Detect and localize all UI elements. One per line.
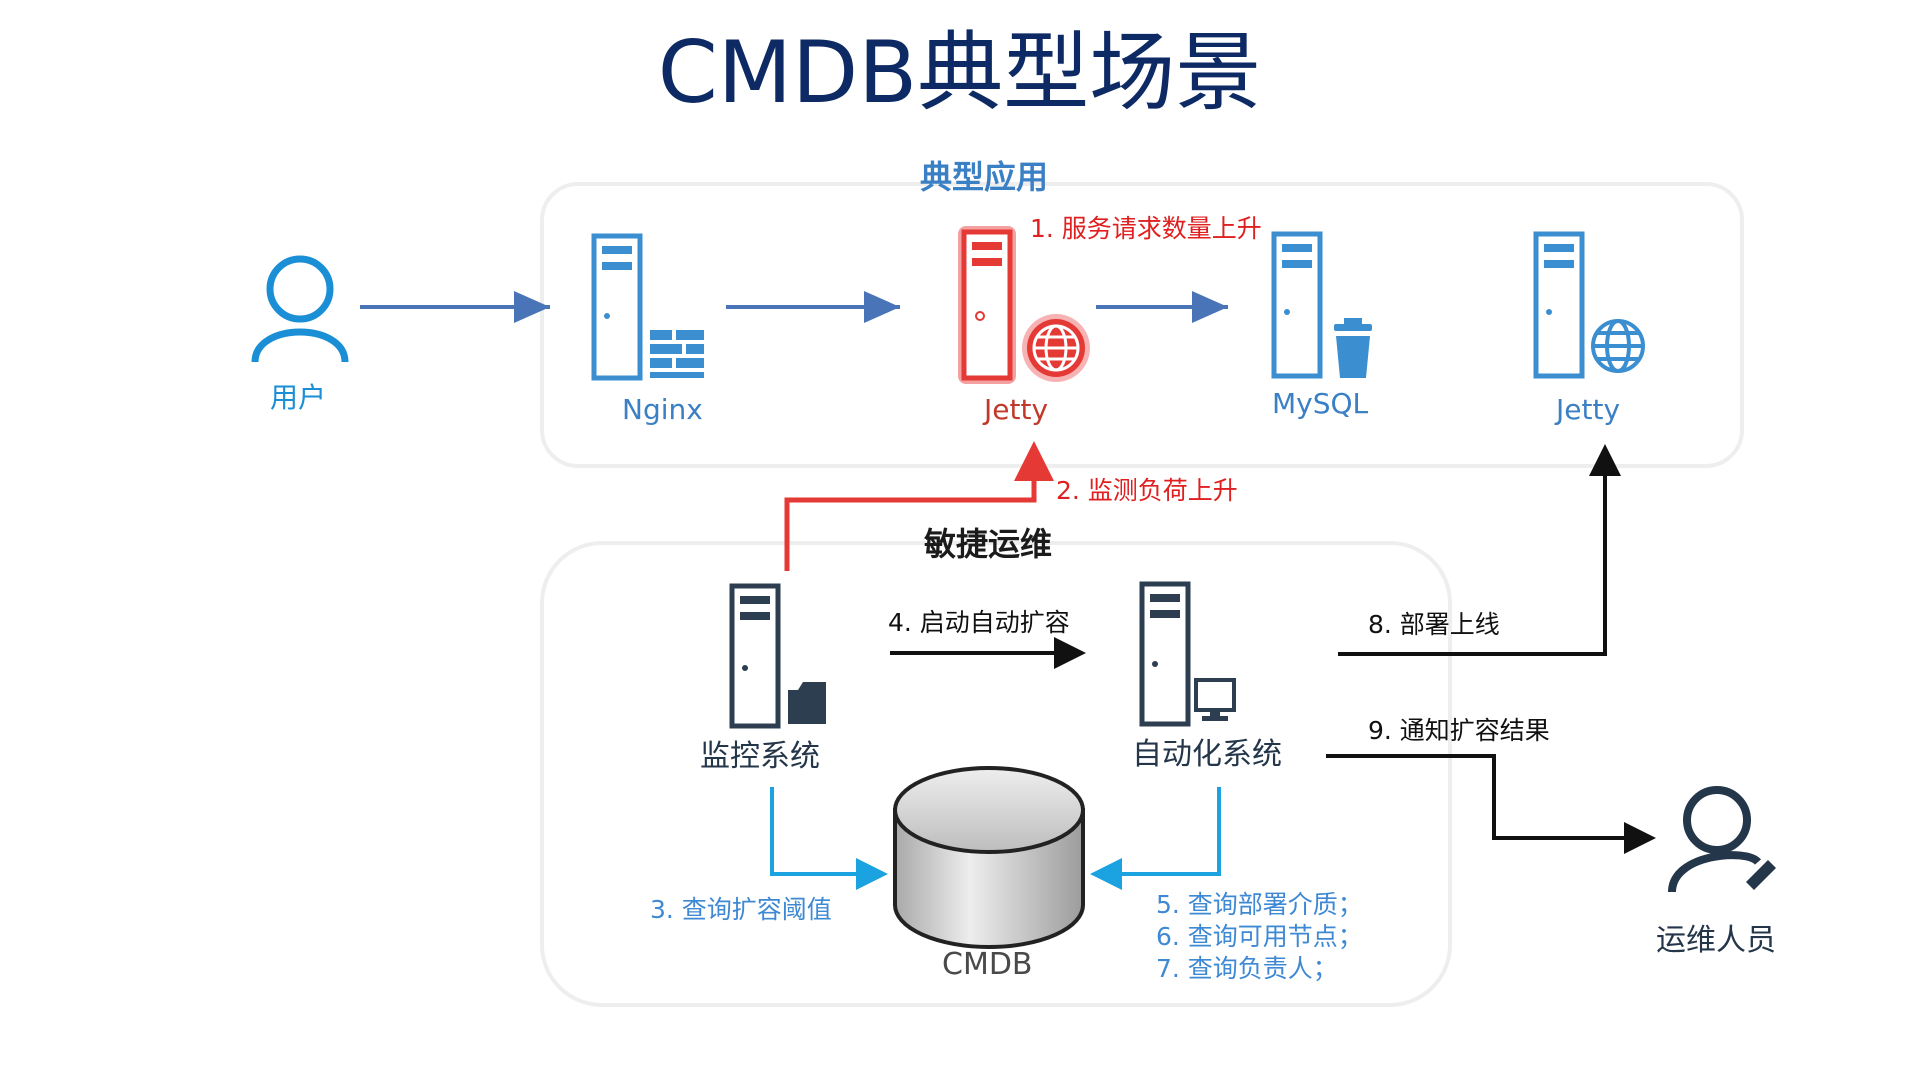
- step-9-label: 9. 通知扩容结果: [1368, 716, 1550, 745]
- query-threshold-arrow: [770, 787, 888, 890]
- cmdb-label: CMDB: [942, 947, 1033, 982]
- server-globe-icon: [1533, 231, 1645, 379]
- user-icon: [251, 255, 349, 363]
- mysql-label: MySQL: [1272, 387, 1369, 420]
- nginx-label: Nginx: [622, 393, 703, 426]
- step-1-label: 1. 服务请求数量上升: [1030, 214, 1262, 243]
- step-3-label: 3. 查询扩容阈值: [650, 895, 832, 924]
- database-cylinder-icon: [893, 766, 1085, 949]
- user-label: 用户: [270, 381, 327, 414]
- step-7-label: 7. 查询负责人；: [1156, 954, 1338, 983]
- jetty-new-label: Jetty: [1556, 393, 1621, 426]
- monitor-label: 监控系统: [700, 739, 820, 774]
- notify-arrow: [1326, 754, 1656, 854]
- step-4-label: 4. 启动自动扩容: [888, 608, 1070, 637]
- query-deploy-arrow: [1090, 787, 1221, 890]
- ops-staff-label: 运维人员: [1656, 923, 1776, 958]
- step-8-label: 8. 部署上线: [1368, 610, 1500, 639]
- ops-group-title: 敏捷运维: [924, 525, 1053, 563]
- server-folder-icon: [729, 583, 826, 729]
- user-edit-icon: [1668, 786, 1776, 893]
- automation-label: 自动化系统: [1132, 737, 1282, 772]
- step-5-label: 5. 查询部署介质；: [1156, 890, 1363, 919]
- deploy-arrow: [1338, 444, 1621, 656]
- app-group-box: [540, 182, 1744, 468]
- app-group-title: 典型应用: [920, 158, 1049, 196]
- alert-arrow: [784, 441, 1054, 571]
- step-6-label: 6. 查询可用节点；: [1156, 922, 1363, 951]
- server-firewall-icon: [591, 233, 704, 381]
- ops-group-box: [540, 541, 1452, 1007]
- step-2-label: 2. 监测负荷上升: [1056, 476, 1238, 505]
- server-globe-icon: [958, 226, 1090, 384]
- jetty-active-label: Jetty: [984, 393, 1049, 426]
- server-monitor-icon: [1139, 581, 1236, 727]
- page-title: CMDB典型场景: [657, 23, 1262, 123]
- server-trash-icon: [1271, 231, 1372, 379]
